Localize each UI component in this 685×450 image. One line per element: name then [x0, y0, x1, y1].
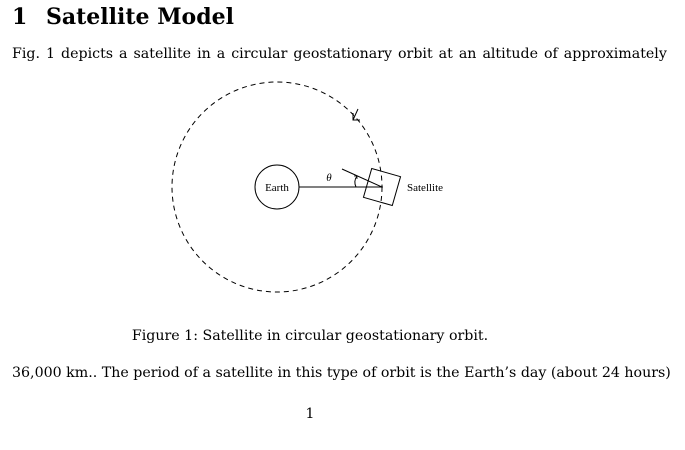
satellite-label: Satellite [407, 182, 443, 194]
theta-label: θ [326, 172, 332, 184]
continuation-paragraph: 36,000 km.. The period of a satellite in… [12, 365, 671, 381]
satellite-body [362, 167, 402, 207]
earth-label: Earth [265, 182, 289, 194]
section-heading: 1 Satellite Model [12, 4, 234, 30]
counterclockwise-arrow-icon [352, 108, 360, 121]
satellite-figure: Earth θ Satellite [160, 70, 460, 310]
satellite-axis-line [341, 168, 383, 188]
section-number: 1 [12, 4, 28, 30]
intro-paragraph: Fig. 1 depicts a satellite in a circular… [12, 46, 667, 62]
section-title: Satellite Model [46, 4, 234, 30]
angle-arrow-icon [354, 175, 358, 179]
figure-caption: Figure 1: Satellite in circular geostati… [131, 328, 489, 344]
page-number: 1 [305, 406, 315, 422]
satellite-center-dot [381, 186, 383, 188]
